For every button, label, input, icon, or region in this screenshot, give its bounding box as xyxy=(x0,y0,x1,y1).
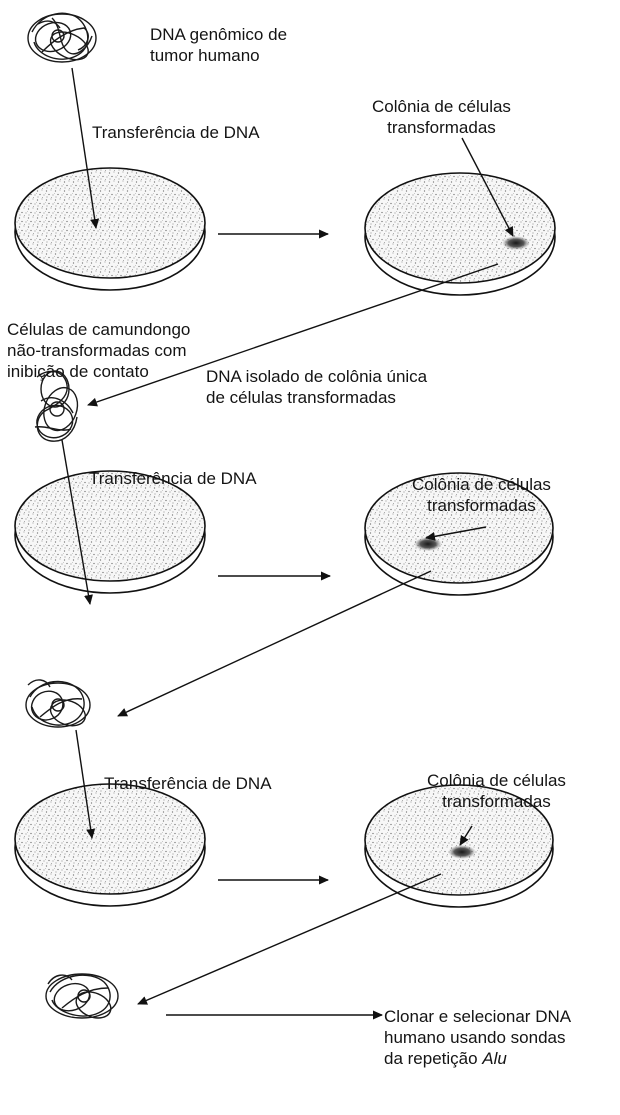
label-colony-1-line1: Colônia de células xyxy=(372,96,511,117)
label-colony-2-line2: transformadas xyxy=(412,495,551,516)
label-final-step-line3-prefix: da repetição xyxy=(384,1049,482,1068)
label-colony-1: Colônia de células transformadas xyxy=(372,96,511,138)
label-transfer-2: Transferência de DNA xyxy=(89,468,257,489)
label-colony-3-line1: Colônia de células xyxy=(427,770,566,791)
label-final-step-line3: da repetição Alu xyxy=(384,1048,571,1069)
cell-colony-2 xyxy=(414,537,442,551)
dna-tangle-isolated-3 xyxy=(46,974,118,1023)
petri-dish-1-left xyxy=(15,168,205,290)
label-mouse-cells: Células de camundongo não-transformadas … xyxy=(7,319,190,382)
label-colony-2-line1: Colônia de células xyxy=(412,474,551,495)
petri-dish-3-left xyxy=(15,784,205,906)
label-transfer-1: Transferência de DNA xyxy=(92,122,260,143)
label-alu-italic: Alu xyxy=(482,1049,507,1068)
dna-tangle-genomic xyxy=(28,13,96,65)
label-final-step-line2: humano usando sondas xyxy=(384,1027,571,1048)
label-final-step: Clonar e selecionar DNA humano usando so… xyxy=(384,1006,571,1069)
label-colony-1-line2: transformadas xyxy=(372,117,511,138)
arrow-isolate-2 xyxy=(118,571,431,716)
label-transfer-3: Transferência de DNA xyxy=(104,773,272,794)
label-colony-2: Colônia de células transformadas xyxy=(412,474,551,516)
label-isolated-dna-line1: DNA isolado de colônia única xyxy=(206,366,427,387)
label-mouse-cells-line3: inibição de contato xyxy=(7,361,190,382)
label-genomic-dna-line2: tumor humano xyxy=(150,45,287,66)
cell-colony-1 xyxy=(502,236,530,250)
label-mouse-cells-line2: não-transformadas com xyxy=(7,340,190,361)
arrow-isolate-3 xyxy=(138,874,441,1004)
label-genomic-dna-line1: DNA genômico de xyxy=(150,24,287,45)
label-mouse-cells-line1: Células de camundongo xyxy=(7,319,190,340)
label-isolated-dna: DNA isolado de colônia única de células … xyxy=(206,366,427,408)
label-final-step-line1: Clonar e selecionar DNA xyxy=(384,1006,571,1027)
label-isolated-dna-line2: de células transformadas xyxy=(206,387,427,408)
label-genomic-dna: DNA genômico de tumor humano xyxy=(150,24,287,66)
dna-tangle-isolated-2 xyxy=(26,680,90,730)
petri-dish-2-left xyxy=(15,471,205,593)
label-colony-3-line2: transformadas xyxy=(427,791,566,812)
cell-colony-3 xyxy=(448,845,476,859)
label-colony-3: Colônia de células transformadas xyxy=(427,770,566,812)
